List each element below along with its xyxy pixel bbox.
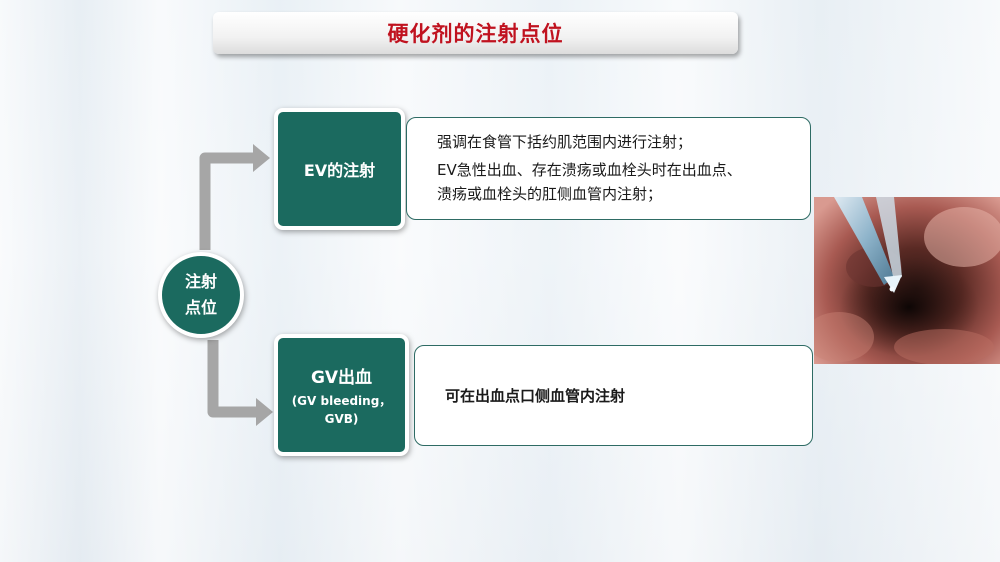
injection-site-node: 注射点位 xyxy=(158,252,244,338)
page-title: 硬化剂的注射点位 xyxy=(387,22,564,46)
gv-description-box: 可在出血点口侧血管内注射 xyxy=(414,345,813,446)
gv-bleeding-label: GV出血 xyxy=(310,367,373,388)
gv-bleeding-sublabel: (GV bleeding， GVB) xyxy=(291,393,392,426)
endoscopy-photo-icon xyxy=(814,197,1000,364)
injection-site-label: 注射点位 xyxy=(184,272,217,317)
ev-description-box: 强调在食管下括约肌范围内进行注射； EV急性出血、存在溃疡或血栓头时在出血点、 … xyxy=(406,117,811,220)
gv-bleeding-node: GV出血 (GV bleeding， GVB) xyxy=(274,334,409,456)
endoscopic-image xyxy=(814,197,1000,364)
arrow-to-gv xyxy=(207,340,258,418)
arrow-head-gv xyxy=(256,398,273,426)
ev-injection-node: EV的注射 xyxy=(274,108,405,230)
ev-injection-label: EV的注射 xyxy=(303,161,376,180)
arrow-to-ev xyxy=(199,152,255,250)
title-banner: 硬化剂的注射点位 xyxy=(213,12,738,54)
gv-description-text: 可在出血点口侧血管内注射 xyxy=(445,387,626,405)
ev-description-line-1: 强调在食管下括约肌范围内进行注射； xyxy=(437,133,693,151)
arrow-head-ev xyxy=(253,144,270,172)
ev-description-line-2: EV急性出血、存在溃疡或血栓头时在出血点、 溃疡或血栓头的肛侧血管内注射； xyxy=(437,161,742,203)
